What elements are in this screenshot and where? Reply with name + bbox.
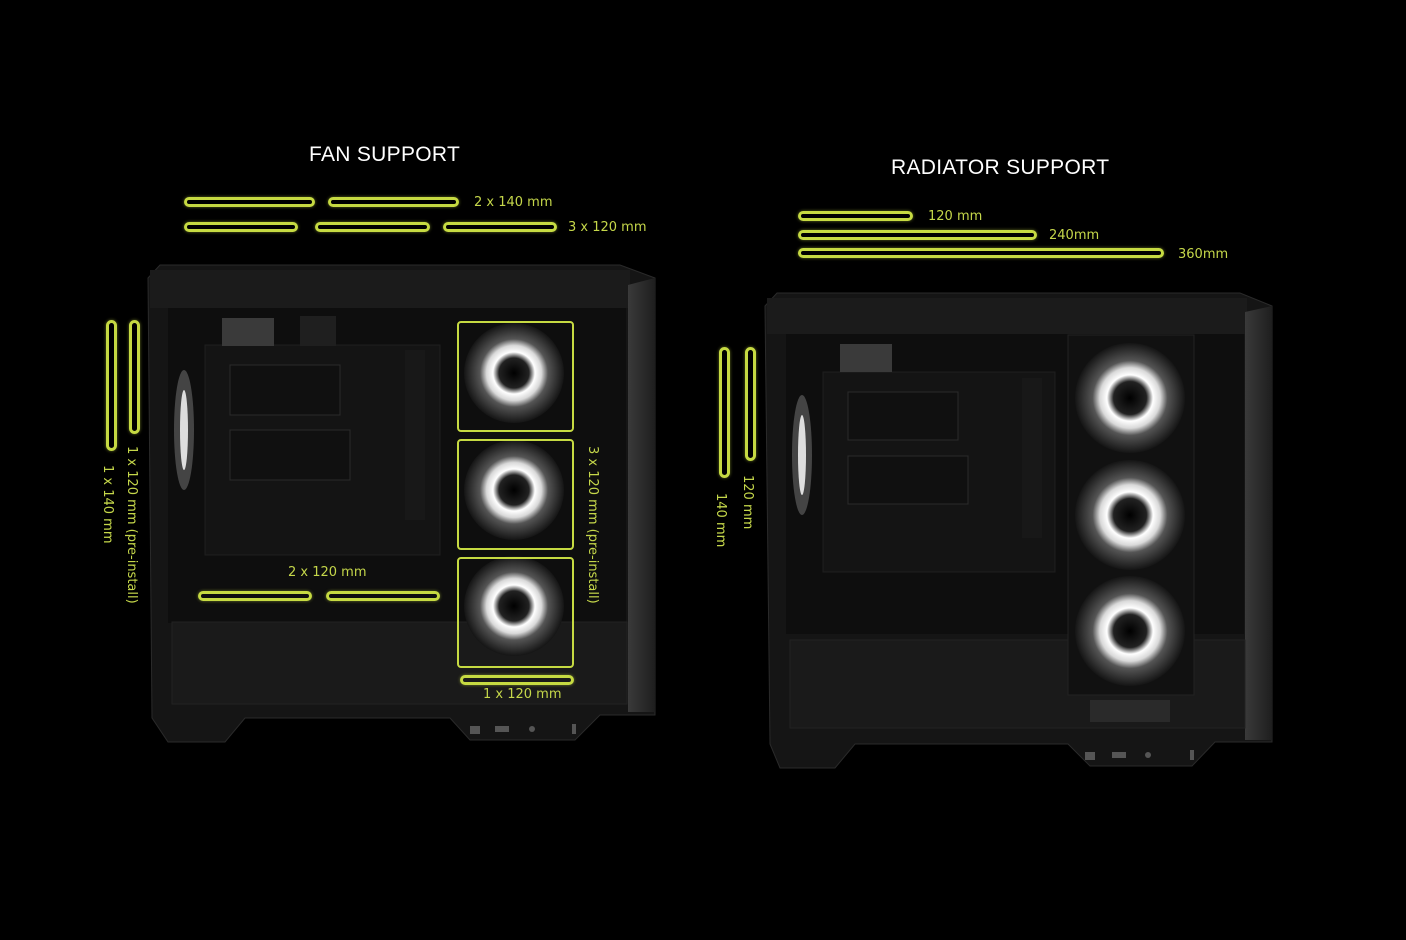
fan-rear-bottom-slot <box>460 675 574 685</box>
fan-top-120-slot-1 <box>184 222 298 232</box>
fan-rear-bottom-label: 1 x 120 mm <box>483 687 562 702</box>
fan-rear-140-label: 1 x 140 mm <box>100 465 115 544</box>
fan-bottom-slot-1 <box>198 591 312 601</box>
fan-front-box-2 <box>457 439 574 550</box>
fan-rear-140-slot <box>106 320 117 451</box>
fan-top-140-label: 2 x 140 mm <box>474 195 553 210</box>
fan-bottom-label: 2 x 120 mm <box>288 565 367 580</box>
radiator-rear-140-label: 140 mm <box>713 493 728 548</box>
radiator-top-120-label: 120 mm <box>928 209 983 224</box>
fan-support-title: FAN SUPPORT <box>309 143 461 166</box>
fan-front-box-3 <box>457 557 574 668</box>
fan-top-120-label: 3 x 120 mm <box>568 220 647 235</box>
fan-rear-120-label: 1 x 120 mm (pre-install) <box>124 446 139 604</box>
fan-top-140-slot-2 <box>328 197 459 207</box>
fan-top-140-slot-1 <box>184 197 315 207</box>
radiator-rear-120-label: 120 mm <box>740 475 755 530</box>
fan-front-label: 3 x 120 mm (pre-install) <box>585 446 600 604</box>
radiator-support-title: RADIATOR SUPPORT <box>891 156 1110 179</box>
radiator-support-case <box>764 292 1273 769</box>
radiator-top-240-slot <box>798 230 1037 240</box>
radiator-top-360-slot <box>798 248 1164 258</box>
radiator-top-120-slot <box>798 211 913 221</box>
fan-support-case <box>147 264 656 743</box>
fan-top-120-slot-3 <box>443 222 557 232</box>
fan-front-box-1 <box>457 321 574 432</box>
radiator-top-240-label: 240mm <box>1049 228 1100 243</box>
radiator-rear-120-slot <box>745 347 756 461</box>
radiator-top-360-label: 360mm <box>1178 247 1229 262</box>
fan-bottom-slot-2 <box>326 591 440 601</box>
fan-rear-120-slot <box>129 320 140 434</box>
radiator-rear-140-slot <box>719 347 730 478</box>
fan-top-120-slot-2 <box>315 222 430 232</box>
